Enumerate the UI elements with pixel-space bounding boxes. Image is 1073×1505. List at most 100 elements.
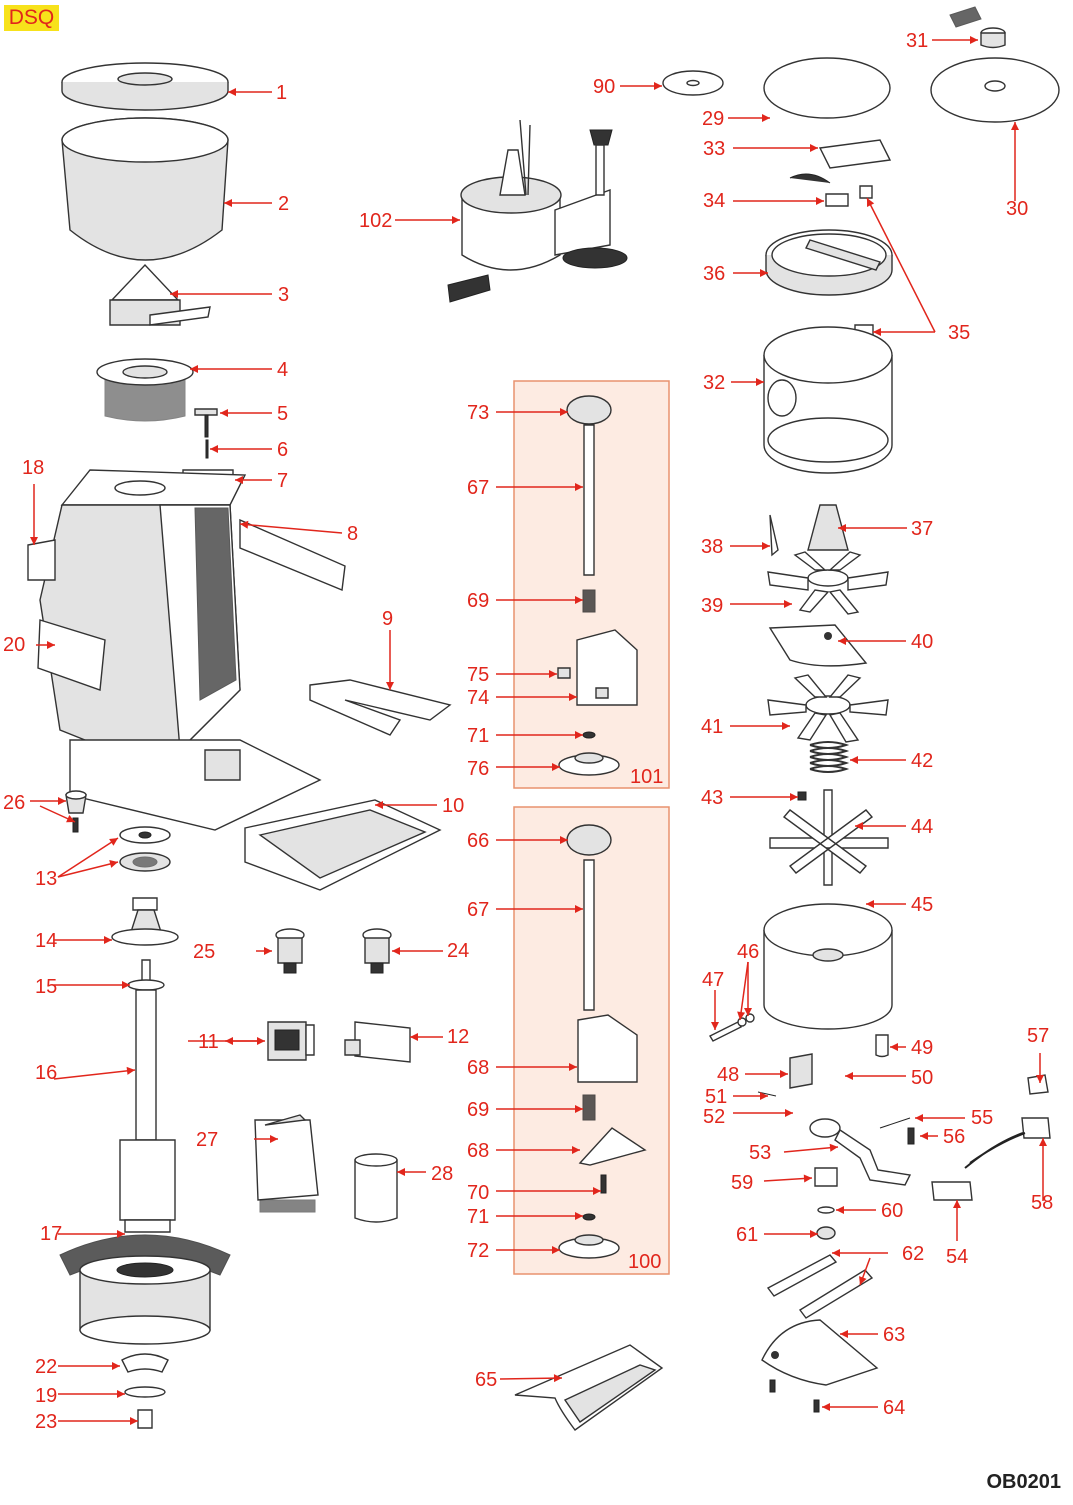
label-part-27: 27 (196, 1129, 218, 1151)
leader-arrowhead (784, 600, 792, 608)
label-assembly-101: 101 (630, 766, 663, 788)
leader-arrowhead (257, 1037, 265, 1045)
label-part-31: 31 (906, 30, 928, 52)
label-part-45: 45 (911, 894, 933, 916)
leader-line (53, 1069, 136, 1080)
leader-arrowhead (810, 144, 818, 152)
label-part-67-lower: 67 (467, 899, 489, 921)
label-part-39: 39 (701, 595, 723, 617)
leader-arrowhead (170, 290, 178, 298)
part-lid-29 (763, 57, 891, 119)
leader-arrowhead (552, 763, 560, 771)
leader-arrowhead (569, 1063, 577, 1071)
leader-arrowhead (569, 693, 577, 701)
leader-arrowhead (760, 1092, 768, 1100)
part-fork-65 (514, 1344, 664, 1431)
labels: 1 2 3 4 5 6 7 8 9 10 11 12 13 14 15 16 1… (3, 30, 1053, 1433)
label-part-37: 37 (911, 518, 933, 540)
leader-arrowhead (392, 947, 400, 955)
label-part-53: 53 (749, 1142, 771, 1164)
label-part-5: 5 (277, 403, 288, 425)
label-part-63: 63 (883, 1324, 905, 1346)
part-button-25 (275, 928, 305, 974)
leader-arrowhead (737, 1011, 746, 1020)
leader-arrowhead (575, 1212, 583, 1220)
leader-arrowhead (117, 1390, 125, 1398)
part-burrs-13 (119, 826, 171, 872)
label-part-73: 73 (467, 402, 489, 424)
leader-arrowhead (1036, 1075, 1044, 1083)
label-part-59: 59 (731, 1172, 753, 1194)
part-contactor-27 (254, 1114, 319, 1213)
leader-line (57, 861, 119, 878)
leader-arrowhead (1011, 122, 1019, 130)
leader-arrowhead (58, 797, 66, 805)
leader-arrowhead (375, 801, 383, 809)
leader-arrowhead (240, 520, 249, 529)
leader-arrowhead (810, 1230, 818, 1238)
leader-arrowhead (785, 1109, 793, 1117)
leader-arrowhead (859, 1276, 867, 1285)
leader-arrowhead (838, 637, 846, 645)
leader-lines (30, 36, 1047, 1425)
leader-arrowhead (873, 328, 881, 336)
leader-arrowhead (552, 1246, 560, 1254)
leader-arrowhead (228, 88, 236, 96)
leader-arrowhead (780, 1070, 788, 1078)
label-part-46: 46 (737, 941, 759, 963)
leader-arrowhead (836, 1206, 844, 1214)
label-part-3: 3 (278, 284, 289, 306)
label-part-44: 44 (911, 816, 933, 838)
label-part-19: 19 (35, 1385, 57, 1407)
part-stator-17 (59, 1234, 231, 1345)
label-part-24: 24 (447, 940, 469, 962)
label-part-102: 102 (359, 210, 392, 232)
leader-arrowhead (654, 82, 662, 90)
leader-arrowhead (782, 722, 790, 730)
part-capacitor-28 (354, 1153, 398, 1223)
leader-line (763, 1177, 813, 1182)
leader-arrowhead (224, 199, 232, 207)
part-mechanism-48-53 (757, 1053, 915, 1186)
label-part-54: 54 (946, 1246, 968, 1268)
leader-arrowhead (130, 1417, 138, 1425)
leader-arrowhead (816, 197, 824, 205)
label-part-65: 65 (475, 1369, 497, 1391)
label-part-42: 42 (911, 750, 933, 772)
leader-arrowhead (109, 838, 118, 846)
leader-arrowhead (575, 596, 583, 604)
part-side-panel-8 (239, 518, 346, 591)
label-part-71-upper: 71 (467, 725, 489, 747)
leader-arrowhead (210, 445, 218, 453)
leader-arrowhead (744, 1008, 752, 1016)
label-part-68-lower: 68 (467, 1140, 489, 1162)
part-cone-37-38 (769, 504, 849, 557)
part-motor-shaft-16 (119, 959, 176, 1233)
label-part-70: 70 (467, 1182, 489, 1204)
label-part-48: 48 (717, 1064, 739, 1086)
part-rods-62 (766, 1254, 874, 1319)
leader-arrowhead (760, 269, 768, 277)
label-part-8: 8 (347, 523, 358, 545)
part-button-24 (362, 928, 392, 974)
leader-arrowhead (386, 682, 394, 690)
label-part-58: 58 (1031, 1192, 1053, 1214)
leader-arrowhead (711, 1022, 719, 1030)
label-assembly-100: 100 (628, 1251, 661, 1273)
part-lid-30 (930, 57, 1060, 123)
label-part-38: 38 (701, 536, 723, 558)
label-part-4: 4 (277, 359, 288, 381)
leader-line (783, 1146, 839, 1153)
leader-arrowhead (790, 793, 798, 801)
leader-arrowhead (220, 409, 228, 417)
label-part-60: 60 (881, 1200, 903, 1222)
label-part-50: 50 (911, 1067, 933, 1089)
part-relay-12 (344, 1021, 411, 1063)
label-part-25: 25 (193, 941, 215, 963)
part-disc-90 (662, 70, 724, 96)
label-part-64: 64 (883, 1397, 905, 1419)
leader-arrowhead (109, 860, 118, 868)
label-part-23: 23 (35, 1411, 57, 1433)
leader-arrowhead (30, 537, 38, 545)
